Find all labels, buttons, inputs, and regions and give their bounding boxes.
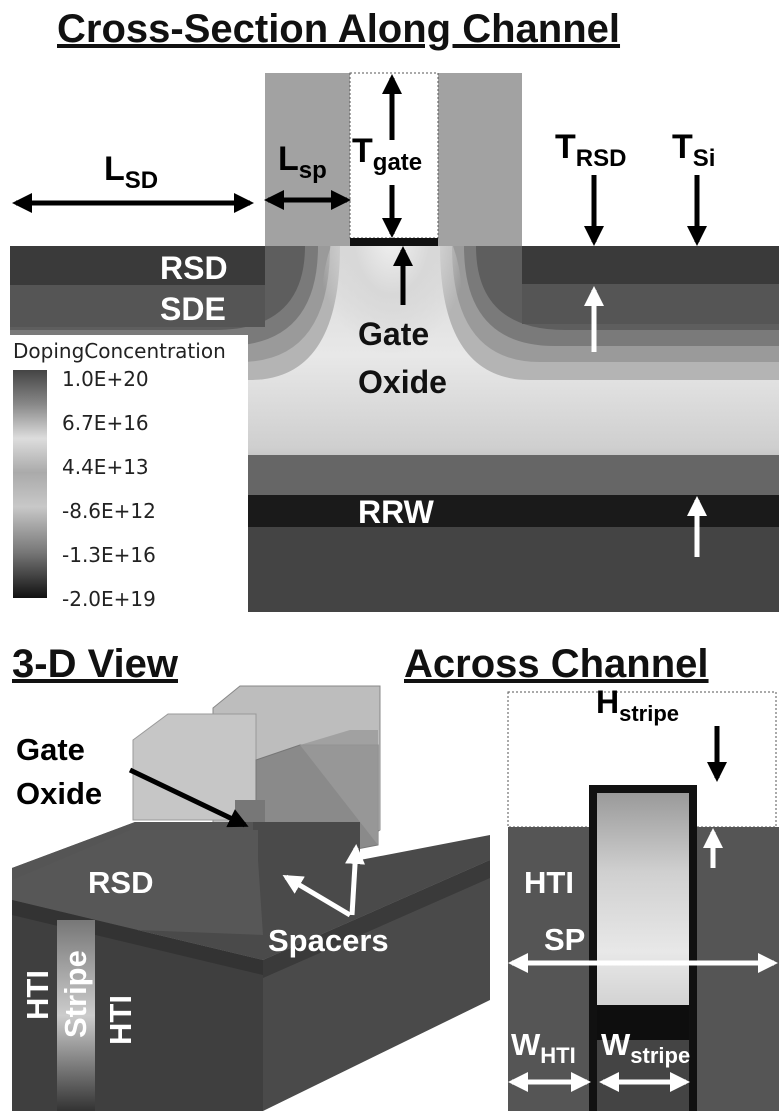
legend-box <box>10 335 248 612</box>
top-title: Cross-Section Along Channel <box>57 7 620 51</box>
sde-label: SDE <box>160 291 226 327</box>
whti-label: WHTI <box>511 1027 576 1068</box>
trsd-label: TRSD <box>555 128 626 172</box>
spacers-label: Spacers <box>268 923 389 958</box>
sde-region <box>10 285 265 327</box>
rsd-region <box>10 246 265 285</box>
legend-tick: -1.3E+16 <box>62 543 156 567</box>
rsd-label: RSD <box>160 250 228 286</box>
gate-oxide-label: Oxide <box>16 776 102 811</box>
legend-tick: 1.0E+20 <box>62 367 149 391</box>
hti-label: HTI <box>524 865 574 900</box>
spacer-arrow <box>345 844 366 916</box>
gate-oxide-label: Gate <box>16 732 85 767</box>
hstripe-label: Hstripe <box>596 684 679 726</box>
gate-oxide-arrow <box>128 767 249 828</box>
rsd-label: RSD <box>88 865 153 900</box>
top-cross-section: DopingConcentration 1.0E+20 6.7E+16 4.4E… <box>10 72 779 612</box>
left-spacer <box>265 73 350 246</box>
spacer-arrow <box>282 874 352 918</box>
stripe-region <box>57 920 95 1111</box>
legend-tick: 4.4E+13 <box>62 455 149 479</box>
tsi-label: TSi <box>672 128 715 172</box>
lsp-label: Lsp <box>278 140 327 184</box>
tgate-label: Tgate <box>352 132 422 176</box>
stripe-label: Stripe <box>58 950 93 1038</box>
gate-oxide-label: Gate <box>358 316 429 352</box>
across-channel-section: Hstripe HTI SP WHTI Wstripe <box>507 684 779 1111</box>
wstripe-label: Wstripe <box>601 1027 690 1068</box>
view3d-model: Gate Oxide RSD Spacers HTI Stripe HTI <box>12 685 490 1111</box>
rrw-label: RRW <box>358 494 435 530</box>
sp-label: SP <box>544 922 585 957</box>
gate-oxide-label: Oxide <box>358 364 447 400</box>
body-right <box>263 860 490 1111</box>
across-title: Across Channel <box>404 642 709 686</box>
hti-right-label: HTI <box>103 995 138 1045</box>
legend-tick: -8.6E+12 <box>62 499 156 523</box>
hti-left-label: HTI <box>20 970 55 1020</box>
gate-oxide-layer <box>350 238 438 246</box>
right-spacer <box>438 73 522 246</box>
legend-colorbar <box>13 370 47 598</box>
legend-title: DopingConcentration <box>13 339 226 363</box>
legend-tick: 6.7E+16 <box>62 411 149 435</box>
legend-tick: -2.0E+19 <box>62 587 156 611</box>
rsd-region-right <box>522 246 779 284</box>
lsd-label: LSD <box>104 150 158 194</box>
view3d-title: 3-D View <box>12 642 179 686</box>
